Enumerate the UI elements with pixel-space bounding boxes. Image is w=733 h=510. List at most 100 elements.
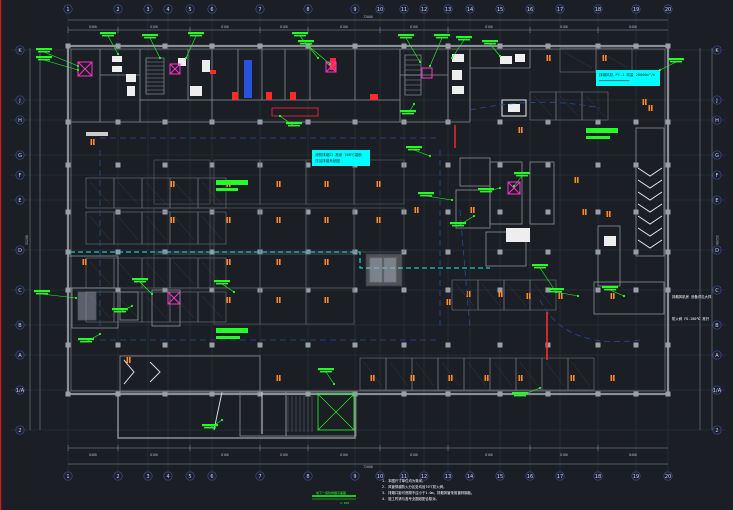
axis-label: J [18, 98, 20, 104]
column [497, 287, 503, 293]
stair-north-west [145, 57, 165, 95]
dim-top-segment: 8100 [280, 25, 288, 29]
axis-bubble-top-19: 20 [663, 4, 673, 14]
column [401, 287, 407, 293]
column [162, 391, 168, 397]
parking-stall [197, 257, 227, 289]
annotation-leader [78, 332, 102, 343]
overall-dim-top: 72000 [363, 15, 373, 19]
smoke-outlet [518, 127, 523, 133]
dim-bottom-segment: 8100 [410, 453, 418, 457]
axis-label: 7 [258, 7, 261, 13]
column [665, 43, 671, 49]
column [445, 162, 451, 168]
axis-bubble-top-13: 14 [465, 4, 475, 14]
axis-label: 5 [188, 7, 191, 13]
axis-bubble-right-8: B [712, 320, 722, 330]
column [65, 209, 71, 215]
annotation-leader [482, 40, 502, 58]
axis-bubble-top-8: 9 [350, 4, 360, 14]
column [595, 342, 601, 348]
smoke-outlet [570, 375, 575, 381]
column [665, 162, 671, 168]
annotation-leader [112, 304, 134, 313]
smoke-outlet [558, 293, 563, 299]
axis-label: K [715, 48, 719, 54]
smoke-outlet [610, 375, 615, 381]
ducts-north [210, 58, 378, 117]
column [595, 209, 601, 215]
column [162, 162, 168, 168]
axis-bubble-right-6: D [712, 245, 722, 255]
parking-bay [153, 253, 211, 289]
axis-label: 20 [665, 474, 671, 480]
dimension-left: 55200 [25, 48, 41, 430]
axis-label: 8 [306, 474, 309, 480]
overall-dim-bottom: 72000 [363, 465, 373, 469]
axis-bubble-left-7: C [15, 285, 25, 295]
dim-top-segment: 8100 [340, 25, 348, 29]
axis-label: 17 [557, 7, 563, 13]
side-note: 排烟风机房 设备详见大样 防火阀 FD-280℃ 常开 [672, 294, 712, 321]
smoke-outlet [276, 297, 281, 303]
axis-label: C [715, 288, 719, 294]
axis-bubble-bottom-15: 16 [525, 471, 535, 481]
column [497, 162, 503, 168]
smoke-outlet [226, 297, 231, 303]
axis-bubble-top-10: 11 [399, 4, 409, 14]
column [595, 287, 601, 293]
axis-bubble-bottom-8: 9 [350, 471, 360, 481]
stair-west [67, 255, 181, 329]
smoke-outlet [82, 259, 87, 265]
dim-bottom-segment: 8100 [340, 453, 348, 457]
dim-top-segment: 8100 [560, 25, 568, 29]
axis-bubble-top-11: 12 [419, 4, 429, 14]
axis-label: 9 [353, 474, 356, 480]
axis-bubble-left-11: 2 [15, 425, 25, 435]
axis-bubble-bottom-3: 4 [163, 471, 173, 481]
axis-label: G [715, 153, 719, 159]
axis-label: 15 [497, 474, 503, 480]
column [445, 287, 451, 293]
axis-bubble-bottom-19: 20 [663, 471, 673, 481]
annotation-leader [100, 32, 120, 56]
axis-label: 11 [401, 7, 407, 13]
axis-bubble-bottom-14: 15 [495, 471, 505, 481]
smoke-outlet [484, 375, 489, 381]
core-rooms-east [455, 127, 665, 315]
smoke-outlet [226, 259, 231, 265]
dim-bottom-segment: 8400 [89, 453, 97, 457]
smoke-outlet [90, 139, 95, 145]
column [545, 209, 551, 215]
column [633, 43, 639, 49]
overall-dim-right: 55200 [715, 235, 719, 245]
annotation-leader [202, 418, 224, 429]
annotation-leader [142, 34, 162, 60]
column [665, 342, 671, 348]
green-annotations [34, 32, 684, 429]
column [497, 342, 503, 348]
axis-label: E [715, 198, 718, 204]
column [445, 249, 451, 255]
axis-bubble-bottom-11: 12 [419, 471, 429, 481]
axis-label: 17 [557, 474, 563, 480]
plan-scale: 1:100 [340, 501, 349, 505]
column [209, 43, 215, 49]
column [162, 342, 168, 348]
axis-bubble-bottom-9: 10 [375, 471, 385, 481]
axis-bubble-left-2: H [15, 115, 25, 125]
south-ramp [119, 355, 263, 434]
column [545, 162, 551, 168]
axis-label: 18 [595, 7, 601, 13]
callout-text-3: 详见排烟系统图 [315, 158, 341, 163]
axis-bubble-right-3: G [712, 150, 722, 160]
column [305, 209, 311, 215]
column [352, 391, 358, 397]
column [497, 119, 503, 125]
smoke-outlet [410, 375, 415, 381]
